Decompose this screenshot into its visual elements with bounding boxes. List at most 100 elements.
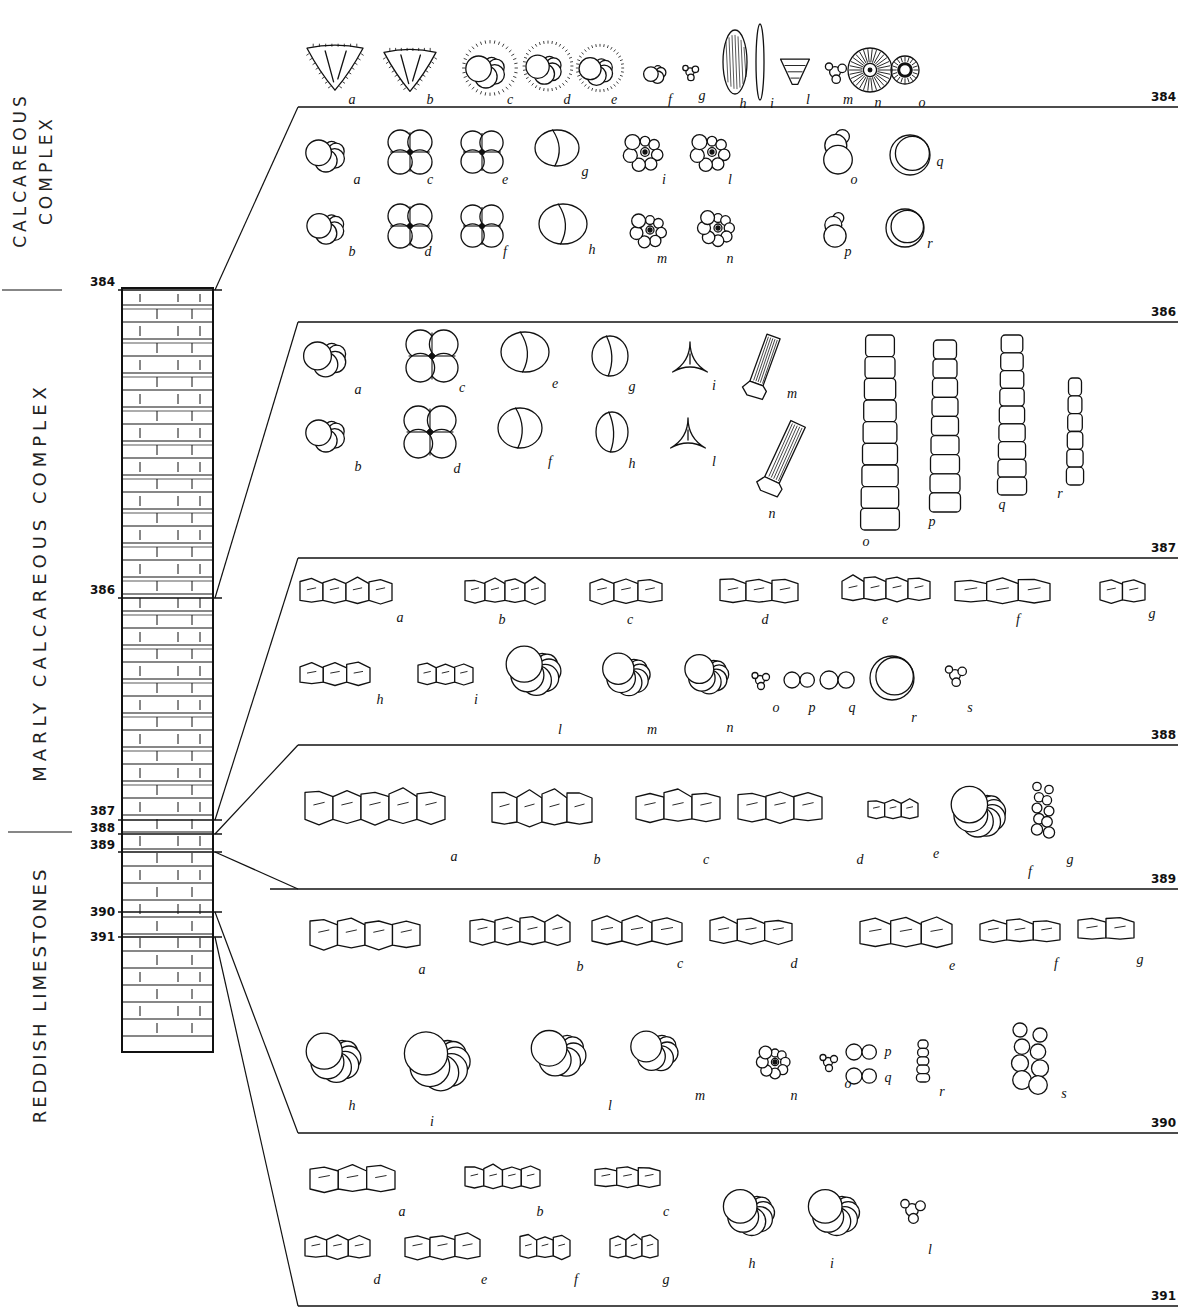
fossil-line xyxy=(307,588,316,590)
fossil-line xyxy=(349,72,352,74)
fossil-chamber xyxy=(1044,806,1054,816)
fossil-outline xyxy=(553,130,560,166)
fossil-outline xyxy=(652,918,682,945)
fossil-letter: b xyxy=(499,613,506,627)
fossil-letter: n xyxy=(791,1089,798,1103)
fossil-outline xyxy=(1007,919,1034,942)
column-line xyxy=(200,802,201,812)
fossil-letter: e xyxy=(611,93,617,107)
fossil-line xyxy=(897,77,900,81)
fossil-chamber xyxy=(304,342,332,370)
fossil-letter: r xyxy=(911,711,916,725)
fossil-line xyxy=(414,88,417,90)
fossil-chamber xyxy=(824,145,853,174)
column-line xyxy=(157,615,158,625)
fossil-outline xyxy=(418,663,436,685)
fossil-line xyxy=(759,339,776,383)
column-line xyxy=(178,802,179,812)
fossil-line xyxy=(565,80,567,82)
fossil-line xyxy=(614,84,616,86)
fossil-line xyxy=(539,87,540,90)
column-line xyxy=(157,717,158,727)
fossil-chamber xyxy=(603,653,634,684)
fossil-outline xyxy=(614,579,638,603)
leader-line xyxy=(215,937,298,1306)
fossil-chamber xyxy=(723,1190,757,1224)
fossil-line xyxy=(616,82,618,84)
fossil-outline xyxy=(864,577,886,601)
fossil-chamber xyxy=(918,1040,928,1048)
fossil-chamber xyxy=(864,378,895,400)
fossil-letter: a xyxy=(399,1205,406,1219)
fossil-letter: p xyxy=(885,1045,892,1059)
column-line xyxy=(157,513,158,523)
fossil-line xyxy=(344,44,345,47)
fossil-outline xyxy=(405,1236,430,1260)
column-line xyxy=(122,309,213,310)
sample-number: 384 xyxy=(90,274,115,290)
fossil-line xyxy=(319,44,320,47)
fossil-chamber xyxy=(648,228,652,232)
fossil-letter: g xyxy=(663,1273,670,1287)
fossil-line xyxy=(851,62,863,67)
fossil-line xyxy=(330,671,339,673)
fossil-line xyxy=(347,1176,358,1178)
fossil-outline xyxy=(765,421,806,484)
fossil-outline xyxy=(485,578,505,602)
fossil-outline xyxy=(520,332,527,372)
fossil-letter: b xyxy=(537,1205,544,1219)
fossil-line xyxy=(355,63,358,65)
fossil-line xyxy=(373,930,384,932)
fossil-chamber xyxy=(1014,1039,1029,1054)
fossil-outline xyxy=(765,921,792,945)
column-line xyxy=(122,372,213,373)
fossil-line xyxy=(352,68,355,70)
fossil-line xyxy=(376,588,385,590)
column-line xyxy=(200,972,201,982)
fossil-line xyxy=(754,588,764,590)
fossil-chamber xyxy=(1012,1055,1029,1072)
column-line xyxy=(122,304,213,305)
panel-number: 388 xyxy=(1151,728,1176,743)
column-line xyxy=(200,462,201,472)
fossil-chamber xyxy=(891,56,919,84)
fossil-outline xyxy=(622,916,652,946)
column-line xyxy=(192,717,193,727)
column-line xyxy=(200,836,201,846)
fossil-line xyxy=(527,1174,535,1176)
column-line xyxy=(140,734,141,744)
column-line xyxy=(140,666,141,676)
fossil-line xyxy=(523,66,526,67)
panel-line xyxy=(298,744,1178,745)
fossil-chamber xyxy=(870,656,914,700)
fossil-chamber xyxy=(901,1200,909,1208)
column-line xyxy=(200,1006,201,1016)
fossil-line xyxy=(319,72,322,74)
fossil-line xyxy=(621,71,624,73)
fossil-line xyxy=(316,68,319,70)
fossil-chamber xyxy=(430,354,434,358)
fossil-chamber xyxy=(406,353,435,382)
column-line xyxy=(192,989,193,999)
fossil-line xyxy=(553,927,563,929)
fossil-chamber xyxy=(758,683,765,690)
column-line xyxy=(122,649,213,650)
fossil-outline xyxy=(595,1168,617,1186)
fossil-line xyxy=(469,84,472,86)
fossil-chamber xyxy=(712,158,724,170)
fossil-chamber xyxy=(848,48,892,92)
fossil-outline xyxy=(384,49,436,91)
fossil-letter: b xyxy=(594,853,601,867)
column-line xyxy=(122,377,213,378)
fossil-line xyxy=(850,72,863,75)
fossil-line xyxy=(524,74,527,75)
column-line xyxy=(178,598,179,608)
fossil-line xyxy=(600,44,601,47)
column-line xyxy=(140,768,141,778)
column-line xyxy=(122,525,213,526)
fossil-line xyxy=(392,71,395,73)
unit-separator xyxy=(2,289,62,290)
fossil-line xyxy=(306,54,309,56)
fossil-letter: o xyxy=(845,1077,852,1091)
fossil-line xyxy=(395,75,398,77)
